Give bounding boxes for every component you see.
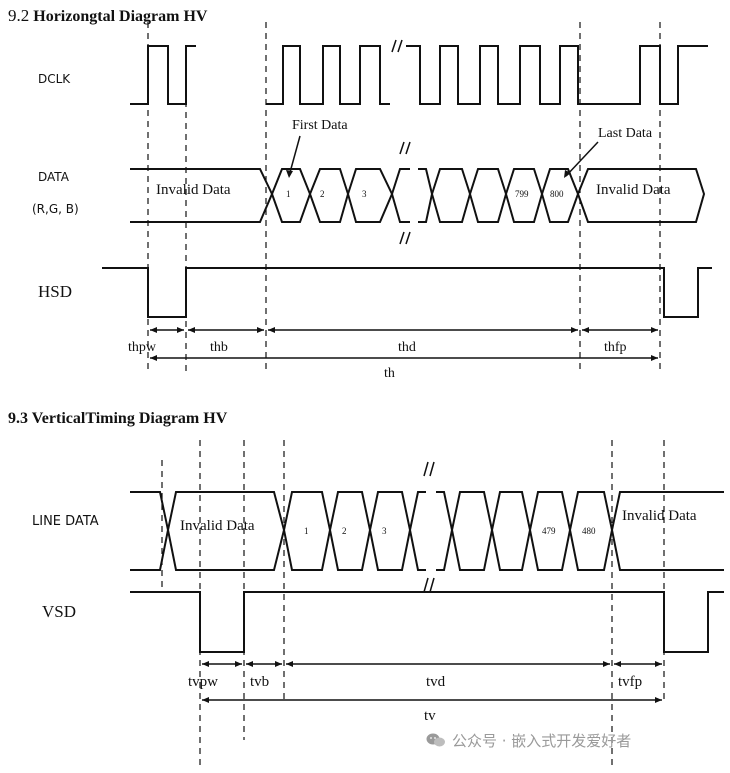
h-cell-800: 800 <box>550 189 564 199</box>
horizontal-section-heading: Horizongtal Diagram HV <box>33 8 208 25</box>
v-cell-2: 2 <box>342 526 347 536</box>
v-cell-3: 3 <box>382 526 387 536</box>
thpw-label: thpw <box>128 340 156 355</box>
th-label: th <box>384 366 395 381</box>
thb-label: thb <box>210 340 228 355</box>
v-cell-1: 1 <box>304 526 309 536</box>
horizontal-section-title: 9.2 Horizongtal Diagram HV <box>8 6 207 26</box>
watermark-text: 公众号 · 嵌入式开发爱好者 <box>452 732 632 750</box>
wechat-icon <box>426 733 445 747</box>
horizontal-guide-lines <box>147 22 661 372</box>
h-cell-1: 1 <box>286 189 291 199</box>
dclk-label: DCLK <box>38 72 71 86</box>
h-cell-799: 799 <box>515 189 529 199</box>
first-data-label: First Data <box>292 118 348 133</box>
thd-label: thd <box>398 340 416 355</box>
h-cell-2: 2 <box>320 189 325 199</box>
vertical-timing-arrows <box>202 663 662 701</box>
vsd-label: VSD <box>42 602 77 621</box>
data-rgb-label: (R,G, B) <box>32 202 79 216</box>
horizontal-section-number: 9.2 <box>8 6 30 25</box>
data-bus-waveform <box>130 141 706 245</box>
watermark: 公众号 · 嵌入式开发爱好者 <box>426 730 631 751</box>
vsd-waveform <box>130 591 724 653</box>
line-data-label: LINE DATA <box>32 514 99 529</box>
v-cell-479: 479 <box>542 526 556 536</box>
tvb-label: tvb <box>250 674 270 690</box>
last-data-label: Last Data <box>598 126 653 141</box>
data-label: DATA <box>38 170 69 184</box>
invalid-data-left: Invalid Data <box>156 182 231 198</box>
invalid-data-right: Invalid Data <box>596 182 671 198</box>
v-cell-480: 480 <box>582 526 596 536</box>
thfp-label: thfp <box>604 340 627 355</box>
vertical-guide-lines <box>161 440 665 768</box>
v-invalid-data-left: Invalid Data <box>180 518 255 534</box>
line-data-waveform <box>130 461 724 593</box>
tvpw-label: tvpw <box>188 674 218 690</box>
arrow-heads <box>150 170 662 703</box>
tv-label: tv <box>424 708 436 724</box>
h-cell-3: 3 <box>362 189 367 199</box>
tvfp-label: tvfp <box>618 674 643 690</box>
vertical-section-title: 9.3 VerticalTiming Diagram HV <box>8 410 227 428</box>
vertical-section-heading: 9.3 VerticalTiming Diagram HV <box>8 410 228 427</box>
hsd-waveform <box>102 267 712 318</box>
hsd-label: HSD <box>38 282 73 301</box>
v-invalid-data-right: Invalid Data <box>622 508 697 524</box>
dclk-waveform <box>130 39 708 105</box>
tvd-label: tvd <box>426 674 446 690</box>
